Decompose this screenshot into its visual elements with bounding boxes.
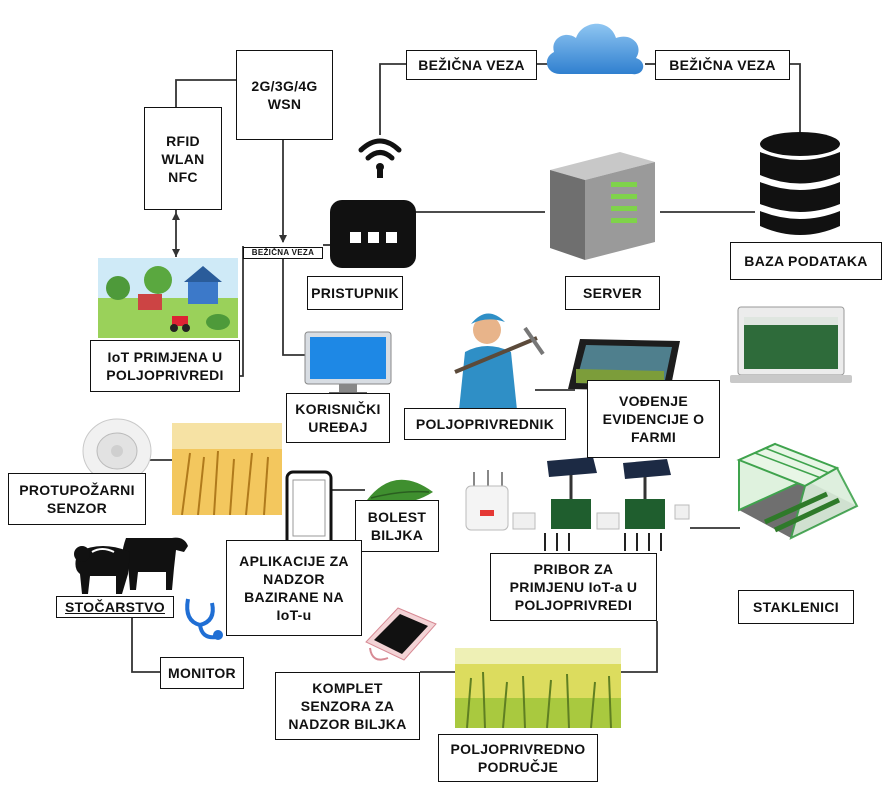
fire-sensor-label: PROTUPOŽARNI SENZOR	[8, 473, 146, 525]
database-icon	[760, 132, 840, 235]
farm-scene-icon	[98, 258, 238, 338]
farm-area-label: POLJOPRIVREDNO PODRUČJE	[438, 734, 598, 782]
monitor-icon	[304, 331, 392, 397]
wireless-connection-label-left: BEŽIČNA VEZA	[406, 50, 537, 80]
database-label: BAZA PODATAKA	[730, 242, 882, 280]
plant-disease-label: BOLEST BILJKA	[355, 500, 439, 552]
gateway-label: PRISTUPNIK	[307, 276, 403, 310]
sensor-pad-icon	[365, 607, 437, 661]
cloud-icon	[546, 23, 644, 75]
crop-field-icon	[455, 648, 621, 728]
leaf-icon	[367, 479, 433, 504]
smoke-detector-icon	[82, 418, 152, 484]
solar-sensor-icon	[512, 457, 690, 551]
monitoring-apps-label: APLIKACIJE ZA NADZOR BAZIRANE NA IoT-u	[226, 540, 362, 636]
wifi-icon	[358, 138, 402, 178]
livestock-icon	[74, 537, 188, 594]
greenhouse-icon	[736, 442, 859, 540]
stethoscope-icon	[185, 598, 223, 640]
farmer-label: POLJOPRIVREDNIK	[404, 408, 566, 440]
wireless-connection-label-right: BEŽIČNA VEZA	[655, 50, 790, 80]
user-device-label: KORISNIČKI UREĐAJ	[286, 393, 390, 443]
monitor-label: MONITOR	[160, 657, 244, 689]
laptop-icon	[730, 306, 852, 383]
smartphone-icon	[285, 470, 333, 548]
server-icon	[550, 152, 655, 260]
iot-equipment-label: PRIBOR ZA PRIMJENU IoT-a U POLJOPRIVREDI	[490, 553, 657, 621]
mobile-network-label: 2G/3G/4G WSN	[236, 50, 333, 140]
farm-records-label: VOĐENJE EVIDENCIJE O FARMI	[587, 380, 720, 458]
iot-agriculture-label: IoT PRIMJENA U POLJOPRIVREDI	[90, 340, 240, 392]
wireless-connection-small-label: BEŽIČNA VEZA	[243, 247, 323, 259]
short-range-network-label: RFID WLAN NFC	[144, 107, 222, 210]
sensor-node-icon	[465, 470, 509, 531]
router-icon	[330, 200, 416, 268]
server-label: SERVER	[565, 276, 660, 310]
greenhouses-label: STAKLENICI	[738, 590, 854, 624]
farmer-icon	[454, 313, 545, 410]
wheat-field-icon	[172, 423, 282, 515]
livestock-label: STOČARSTVO	[56, 596, 174, 618]
sensor-kit-label: KOMPLET SENZORA ZA NADZOR BILJKA	[275, 672, 420, 740]
